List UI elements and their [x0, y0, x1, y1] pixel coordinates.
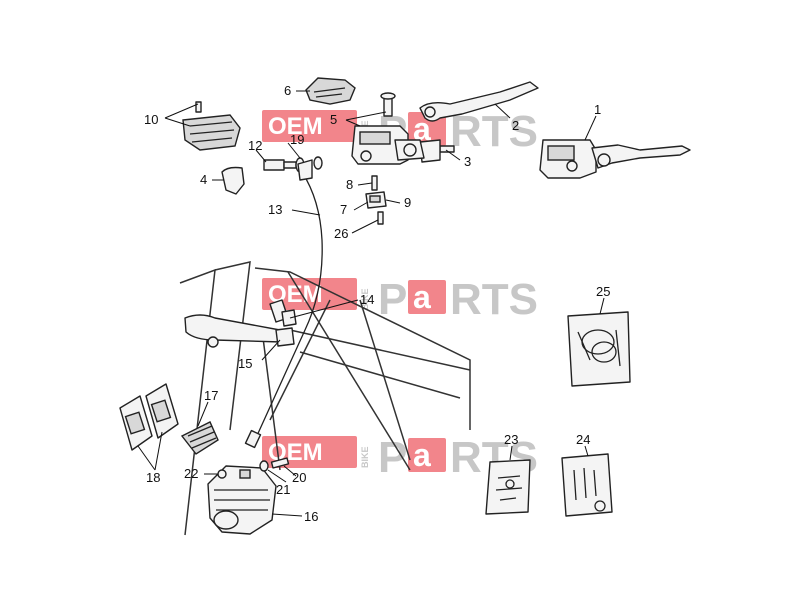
part-14-hose-guide[interactable] [269, 299, 297, 327]
callout-7: 7 [340, 202, 347, 217]
part-1-master-cylinder-assembly[interactable] [539, 139, 691, 179]
callout-17: 17 [204, 388, 218, 403]
part-12-banjo-bolt[interactable] [263, 159, 297, 171]
callout-23: 23 [504, 432, 518, 447]
part-7-stoplight-switch[interactable] [365, 191, 387, 209]
callout-25: 25 [596, 284, 610, 299]
part-16-brake-caliper[interactable] [207, 465, 277, 535]
callout-15: 15 [238, 356, 252, 371]
leader-lines [137, 90, 605, 517]
callout-10: 10 [144, 112, 158, 127]
watermark-p: P [378, 275, 407, 324]
callout-24: 24 [576, 432, 590, 447]
watermark-bike: BIKE [360, 288, 370, 310]
watermark-a: a [413, 279, 431, 315]
part-24-repair-kit[interactable] [561, 453, 613, 517]
callout-2: 2 [512, 118, 519, 133]
callout-14: 14 [360, 292, 374, 307]
callout-8: 8 [346, 177, 353, 192]
callout-16: 16 [304, 509, 318, 524]
part-15-hose-clamp[interactable] [275, 327, 295, 347]
part-5-master-cylinder[interactable] [351, 92, 425, 165]
callout-5: 5 [330, 112, 337, 127]
part-26-screw[interactable] [377, 211, 384, 225]
callout-20: 20 [292, 470, 306, 485]
callout-3: 3 [464, 154, 471, 169]
part-25-repair-kit[interactable] [567, 311, 631, 387]
watermark-rts: RTS [450, 107, 538, 156]
part-8-screw[interactable] [371, 175, 378, 191]
callout-21: 21 [276, 482, 290, 497]
watermark-oem-box [262, 110, 357, 142]
part-20-bolt[interactable] [270, 457, 290, 469]
part-6-reservoir-cap[interactable] [305, 77, 356, 105]
frame-and-fork [179, 261, 471, 536]
callout-22: 22 [184, 466, 198, 481]
callout-19: 19 [290, 132, 304, 147]
watermark-a: a [413, 437, 431, 473]
watermark-a: a [413, 111, 431, 147]
part-10-diaphragm-kit[interactable] [182, 101, 241, 151]
callout-4: 4 [200, 172, 207, 187]
callout-9: 9 [404, 195, 411, 210]
callout-13: 13 [268, 202, 282, 217]
callout-18: 18 [146, 470, 160, 485]
callout-26: 26 [334, 226, 348, 241]
callout-6: 6 [284, 83, 291, 98]
part-22-bleed-screw[interactable] [217, 469, 227, 479]
watermark-middle: OEM BIKE P a RTS [262, 275, 538, 324]
watermark-top: OEM BIKE P a RTS [262, 107, 538, 156]
part-4-dust-cap[interactable] [221, 166, 245, 195]
part-3-lever-pivot-bolt[interactable] [419, 139, 455, 163]
part-13-brake-hose[interactable] [244, 159, 323, 449]
part-18-brake-pads[interactable] [119, 383, 179, 451]
watermark-oem: OEM [268, 113, 323, 140]
watermark-bike: BIKE [360, 446, 370, 468]
part-2-brake-lever[interactable] [419, 81, 539, 122]
callout-numbers: 1 2 3 4 5 6 7 8 9 10 12 13 14 15 16 17 1… [144, 83, 610, 524]
callout-1: 1 [594, 102, 601, 117]
part-23-repair-kit[interactable] [485, 459, 531, 515]
watermark-rts: RTS [450, 275, 538, 324]
part-17-pad-spring[interactable] [180, 421, 219, 455]
part-21-washer[interactable] [259, 460, 269, 472]
callout-12: 12 [248, 138, 262, 153]
